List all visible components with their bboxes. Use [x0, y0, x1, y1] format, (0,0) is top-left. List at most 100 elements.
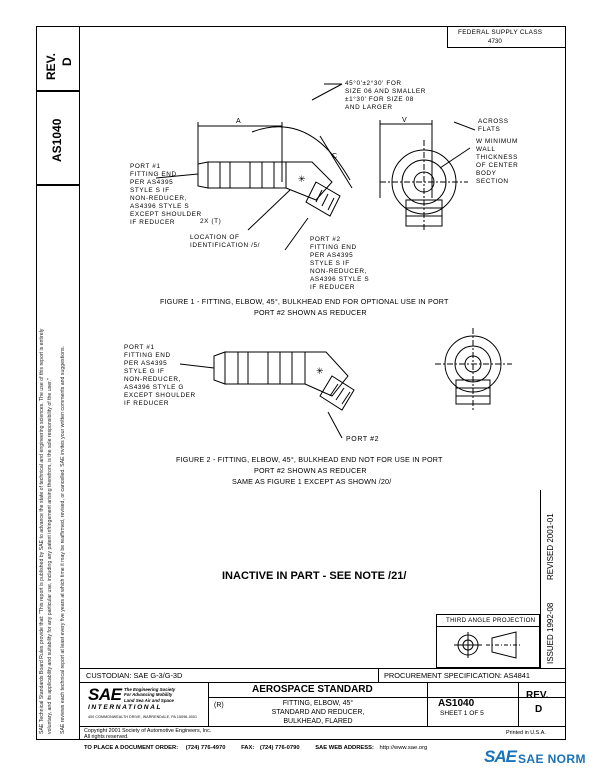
inactive-notice: INACTIVE IN PART - SEE NOTE /21/ [222, 570, 407, 582]
projection-symbol [454, 631, 522, 659]
fig2-port2-label: PORT #2 [346, 436, 380, 443]
wall-line-6: SECTION [476, 178, 509, 185]
fig1-port2-line-2: FITTING END [310, 244, 357, 251]
issued-date: ISSUED 1992-08 [546, 602, 555, 664]
fig1-port1-note: PORT #1 FITTING END PER AS4395 STYLE S I… [130, 163, 202, 227]
angle-callout-line-1: 45°0'±2°30' FOR [345, 80, 402, 87]
place-note: 2X (T) [200, 218, 222, 225]
title-divider [427, 682, 428, 726]
wall-line-2: WALL [476, 146, 496, 153]
fig1-port2-line-4: STYLE S IF [310, 260, 350, 267]
figure1-caption-1: FIGURE 1 - FITTING, ELBOW, 45°, BULKHEAD… [160, 297, 449, 306]
wall-line-1: W MINIMUM [476, 138, 518, 145]
fig2-port1-line-1: PORT #1 [124, 344, 155, 351]
rev-divider [518, 682, 519, 726]
left-divider-2 [36, 184, 80, 186]
title-block-rule-2 [79, 682, 566, 684]
tb-doc-number: AS1040 [438, 698, 475, 709]
dim-a-text: A [236, 118, 241, 125]
fig1-port2-line-3: PER AS4395 [310, 252, 354, 259]
left-rev-value: D [60, 57, 74, 66]
elbow-center-mark: ✳ [298, 174, 306, 184]
tb-rev-label: REV. [526, 690, 549, 701]
wall-line-4: OF CENTER [476, 162, 519, 169]
location-leader [247, 189, 291, 231]
sae-tagline: The Engineering Society For Advancing Mo… [124, 687, 175, 703]
custodian-divider [378, 668, 379, 682]
across-flats-line-1: ACROSS [478, 118, 509, 125]
sae-logo-cell [79, 682, 209, 726]
custodian-text: CUSTODIAN: SAE G-3/G-3D [86, 671, 183, 680]
disclaimer-line-2: voluntary, and its applicability and sui… [47, 378, 53, 734]
angle-leader [311, 83, 343, 101]
copyright: Copyright 2001 Society of Automotive Eng… [84, 728, 212, 734]
printed: Printed in U.S.A. [506, 730, 546, 736]
tb-rev-value: D [535, 704, 543, 715]
fig2-port1-note: PORT #1 FITTING END PER AS4395 STYLE G I… [124, 344, 196, 408]
fig2-port1-line-5: NON-REDUCER, [124, 376, 181, 383]
fig1-port2-line-1: PORT #2 [310, 236, 341, 243]
location-note: LOCATION OF IDENTIFICATION /5/ [190, 234, 260, 250]
angle-callout-line-2: SIZE 06 AND SMALLER [345, 88, 427, 95]
dim-c-line [319, 135, 353, 189]
watermark-badge: SAE [484, 747, 517, 766]
rights: All rights reserved. [84, 734, 129, 740]
fax-label: FAX: [241, 745, 255, 751]
dim-v-text: V [402, 117, 407, 124]
order-label: TO PLACE A DOCUMENT ORDER: [84, 745, 179, 751]
fig1-port1-line-1: PORT #1 [130, 163, 161, 170]
drawing-frame [79, 26, 566, 740]
title-line-1: FITTING, ELBOW, 45° [282, 700, 354, 707]
location-line-2: IDENTIFICATION /5/ [190, 242, 260, 249]
sae-tagline-line-1: The Engineering Society [124, 687, 176, 692]
left-doc-number: AS1040 [50, 118, 64, 162]
dim-c-text: C [332, 153, 337, 160]
sae-address: 400 COMMONWEALTH DRIVE, WARRENDALE, PA 1… [88, 715, 198, 719]
title-line-2: STANDARD AND REDUCER, [271, 709, 365, 716]
sae-tagline-line-3: Land Sea Air and Space [124, 697, 174, 703]
fig1-port1-line-4: STYLE S IF [130, 187, 170, 194]
revised-date: REVISED 2001-01 [546, 513, 555, 580]
fig2-port1-line-7: EXCEPT SHOULDER [124, 392, 196, 399]
disclaimer-line-3: SAE reviews each technical report at lea… [60, 346, 66, 734]
order-phone: (724) 776-4970 [185, 745, 226, 751]
fig1-port1-line-5: NON-REDUCER, [130, 195, 187, 202]
projection-box [436, 614, 540, 668]
title-lines: FITTING, ELBOW, 45° STANDARD AND REDUCER… [258, 699, 378, 726]
disclaimer-line-1: SAE Technical Standards Board Rules prov… [39, 328, 45, 734]
across-flats-leader [453, 121, 476, 131]
fig2-port1-line-8: IF REDUCER [124, 400, 170, 407]
fig2-port2-leader [327, 411, 343, 439]
title-block-rule-3 [79, 726, 566, 727]
web-value[interactable]: http://www.sae.org [379, 745, 428, 751]
elbow-body [285, 161, 333, 201]
wall-line-3: THICKNESS [476, 154, 518, 161]
port2-body [305, 181, 341, 217]
sae-tagline-line-2: For Advancing Mobility [124, 692, 173, 698]
wall-leader [439, 147, 471, 169]
figure2-caption-3: SAME AS FIGURE 1 EXCEPT AS SHOWN /20/ [232, 477, 392, 486]
fig1-port2-note: PORT #2 FITTING END PER AS4395 STYLE S I… [310, 236, 369, 292]
tb-sheet: SHEET 1 OF 5 [440, 710, 484, 717]
left-rev-label: REV. [44, 53, 58, 80]
title-line-3: BULKHEAD, FLARED [283, 718, 353, 725]
title-block-top-rule [79, 668, 566, 670]
projection-label: THIRD ANGLE PROJECTION [446, 617, 536, 624]
fig1-port1-line-7: EXCEPT SHOULDER [130, 211, 202, 218]
fig1-port2-line-5: NON-REDUCER, [310, 268, 367, 275]
angle-callout-line-3: ±1°30' FOR SIZE 08 [345, 96, 414, 103]
fig2-port2-body [319, 375, 355, 411]
procurement-text: PROCUREMENT SPECIFICATION: AS4841 [384, 671, 530, 680]
port2-leader [284, 217, 309, 251]
across-flats-line-2: FLATS [478, 126, 501, 133]
sae-international: INTERNATIONAL [88, 704, 163, 711]
projection-divider [436, 626, 540, 627]
angle-arc [251, 126, 351, 181]
fig2-center-mark: ✳ [316, 366, 324, 376]
fig1-port1-line-2: FITTING END [130, 171, 177, 178]
aerospace-rule [209, 697, 566, 698]
fig2-port1-line-2: FITTING END [124, 352, 171, 359]
fig1-port1-line-6: AS4396 STYLE S [130, 203, 190, 210]
fig2-port1-line-4: STYLE G IF [124, 368, 165, 375]
location-line-1: LOCATION OF [190, 234, 240, 241]
